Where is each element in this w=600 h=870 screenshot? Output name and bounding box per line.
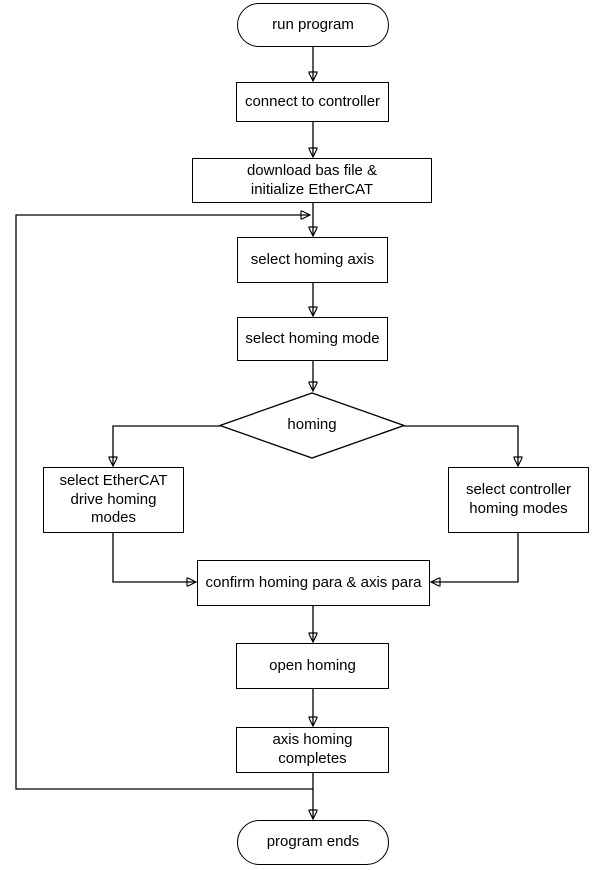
node-select-homing-axis-label: select homing axis [250, 250, 375, 268]
node-program-ends-label: program ends [266, 833, 360, 851]
node-connect-to-controller-label: connect to controller [244, 92, 381, 110]
node-open-homing-label: open homing [269, 656, 356, 674]
edge-controller-confirm [431, 533, 519, 582]
node-confirm-homing-para-label: confirm homing para & axis para [205, 573, 422, 591]
node-select-homing-mode-label: select homing mode [245, 329, 380, 347]
node-select-homing-axis: select homing axis [237, 237, 388, 283]
node-select-controller-homing-modes-label: select controller homing modes [465, 481, 572, 517]
node-decision-homing: homing [219, 392, 405, 459]
node-open-homing: open homing [236, 643, 389, 689]
node-connect-to-controller: connect to controller [236, 82, 389, 122]
node-program-ends: program ends [237, 820, 389, 865]
node-run-program: run program [237, 3, 389, 47]
node-axis-homing-completes: axis homing completes [236, 727, 389, 773]
diamond-shape [219, 392, 405, 459]
node-decision-homing-label: homing [287, 416, 337, 434]
edge-decision-ethercat [113, 425, 220, 466]
node-run-program-label: run program [272, 15, 354, 33]
node-confirm-homing-para: confirm homing para & axis para [197, 560, 430, 606]
node-select-homing-mode: select homing mode [237, 317, 388, 361]
edge-ethercat-confirm [112, 533, 196, 582]
node-download-bas-file: download bas file & initialize EtherCAT [192, 158, 432, 203]
edge-loop-back [15, 215, 313, 790]
node-select-controller-homing-modes: select controller homing modes [448, 467, 589, 533]
node-select-ethercat-drive-homing-modes-label: select EtherCAT drive homing modes [59, 471, 168, 527]
edge-decision-controller [404, 425, 518, 466]
node-axis-homing-completes-label: axis homing completes [272, 731, 353, 767]
node-select-ethercat-drive-homing-modes: select EtherCAT drive homing modes [43, 467, 184, 533]
node-download-bas-file-label: download bas file & initialize EtherCAT [246, 161, 378, 198]
